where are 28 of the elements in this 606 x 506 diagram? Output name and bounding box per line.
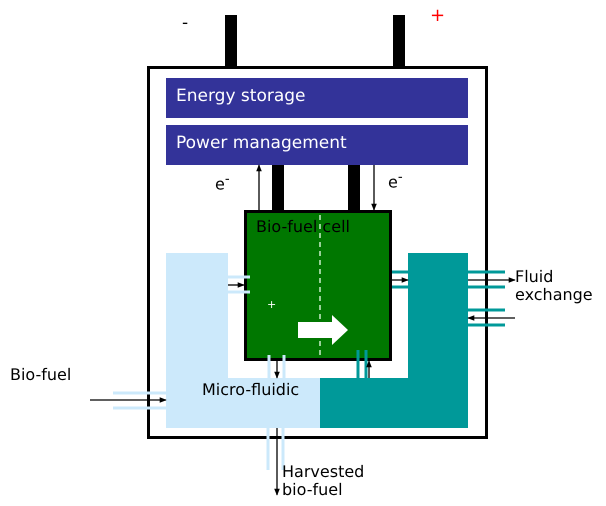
module-bar <box>166 78 468 118</box>
arrow <box>392 277 409 283</box>
arrow <box>468 277 516 283</box>
edge-label: e$^{-}$ <box>388 170 403 192</box>
polarity-sign: + <box>430 6 446 27</box>
arrow <box>371 165 377 211</box>
arrow <box>256 164 262 210</box>
fuel-cell-box <box>244 210 392 361</box>
arrow <box>274 361 280 379</box>
flow-label: Harvested bio-fuel <box>282 463 366 500</box>
node-label: Bio-fuel cell <box>256 218 350 236</box>
arrow <box>467 315 515 321</box>
flow-label: Bio-fuel <box>10 366 72 384</box>
polarity-sign: + <box>267 299 276 312</box>
polarity-sign: - <box>182 14 188 34</box>
arrow <box>228 282 245 288</box>
fluid-chamber <box>166 253 320 428</box>
arrow <box>274 428 280 496</box>
arrow <box>366 360 372 378</box>
node-label: Power management <box>176 134 347 154</box>
edge-label: e$^{-}$ <box>215 172 230 194</box>
node-label: Energy storage <box>176 87 306 107</box>
fluid-chamber <box>320 253 468 428</box>
module-bar <box>166 125 468 165</box>
arrow <box>90 397 167 403</box>
node-label: Micro-fluidic <box>202 381 300 400</box>
flow-label: Fluid exchange <box>515 268 594 305</box>
device-frame <box>147 66 488 439</box>
